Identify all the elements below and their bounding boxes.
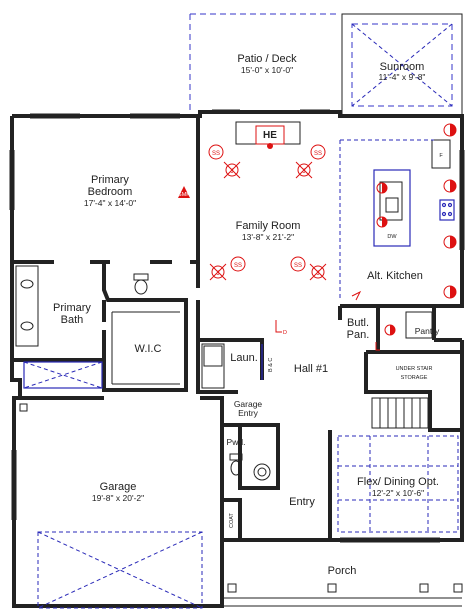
patio-size: 15'-0" x 10'-0" <box>241 65 293 75</box>
svg-text:D: D <box>283 330 287 336</box>
garage-entry-line-1: Garage <box>234 399 263 409</box>
family-room-size: 13'-8" x 21'-2" <box>242 232 294 242</box>
wic-name: W.I.C <box>135 343 162 355</box>
svg-text:SS: SS <box>294 263 302 269</box>
fireplace-label: HE <box>263 130 277 141</box>
hall-name: Hall #1 <box>294 363 328 375</box>
butler-name-1: Butl. <box>347 317 369 329</box>
junction-box-icon: J <box>209 263 227 281</box>
data-outlet-icon: D <box>275 320 287 336</box>
svg-text:SS: SS <box>234 263 242 269</box>
storage-line-1: UNDER STAIR <box>396 366 433 372</box>
speaker-icon: SS <box>290 256 306 272</box>
junction-box-icon: J <box>223 161 241 179</box>
pantry-name: Pantry <box>415 326 440 336</box>
garage-door <box>37 531 203 609</box>
garage-size: 19'-8" x 20'-2" <box>92 493 144 503</box>
butler-name-2: Pan. <box>347 329 370 341</box>
garage-entry-line-2: Entry <box>238 408 259 418</box>
garage-name: Garage <box>100 481 137 493</box>
sink-icon <box>20 279 34 289</box>
junction-box-icon: J <box>309 263 327 281</box>
sink-icon <box>253 463 271 481</box>
junction-box-icon: J <box>295 161 313 179</box>
sunroom-name: Sunroom <box>380 61 425 73</box>
stairs <box>365 352 429 429</box>
pendant-light-icons <box>376 123 457 336</box>
sink-icon <box>20 321 34 331</box>
porch-name: Porch <box>328 565 357 577</box>
outlet-icon <box>375 342 380 351</box>
toilet-icon <box>133 273 149 295</box>
speaker-icon: SS <box>230 256 246 272</box>
svg-text:SS: SS <box>212 151 220 157</box>
dishwasher-label: DW <box>387 234 397 240</box>
bath-name-1: Primary <box>53 302 91 314</box>
electrical-symbols: SS SS SS SS J J J J SMK D <box>178 144 380 351</box>
walls <box>10 110 464 608</box>
speaker-icon: SS <box>310 144 326 160</box>
svg-text:J: J <box>317 271 320 277</box>
sunroom-size: 11'-4" x 9'-8" <box>379 72 426 82</box>
svg-text:J: J <box>217 271 220 277</box>
porch <box>224 583 463 607</box>
bc-label: B & C <box>268 358 274 372</box>
powder-name: Pwd. <box>227 437 246 447</box>
speaker-icon: SS <box>208 144 224 160</box>
bath-name-2: Bath <box>61 314 84 326</box>
family-room-name: Family Room <box>236 220 301 232</box>
fridge-label: F <box>439 153 443 159</box>
bedroom-name-1: Primary <box>91 174 129 186</box>
coat-label: COAT <box>229 512 235 528</box>
toilet-icon <box>229 453 243 476</box>
bedroom-name-2: Bedroom <box>88 186 133 198</box>
kitchen-fixtures: DW F <box>339 123 457 339</box>
kitchen-name: Alt. Kitchen <box>367 270 423 282</box>
smoke-detector-icon: SMK <box>178 186 190 198</box>
patio-name: Patio / Deck <box>237 53 297 65</box>
bedroom-size: 17'-4" x 14'-0" <box>84 198 136 208</box>
storage-line-2: STORAGE <box>401 375 428 381</box>
room-labels: Patio / Deck 15'-0" x 10'-0" Sunroom 11'… <box>53 53 440 577</box>
outlet-icon <box>351 290 362 301</box>
patio-outline <box>189 13 340 112</box>
svg-text:J: J <box>231 169 234 175</box>
svg-text:SS: SS <box>314 151 322 157</box>
range-icon <box>439 199 455 221</box>
svg-text:SMK: SMK <box>178 192 190 198</box>
laundry-fixtures: B & C <box>201 343 274 389</box>
flex-ceiling <box>337 435 459 533</box>
svg-text:J: J <box>303 169 306 175</box>
bath-fixtures <box>15 265 180 389</box>
fireplace-icon: HE <box>235 121 301 149</box>
powder-fixtures <box>229 453 271 481</box>
laundry-name: Laun. <box>230 352 258 364</box>
flex-size: 12'-2" x 10'-6" <box>372 488 424 498</box>
entry-name: Entry <box>289 496 315 508</box>
flex-name: Flex/ Dining Opt. <box>357 476 439 488</box>
windows <box>9 109 465 543</box>
